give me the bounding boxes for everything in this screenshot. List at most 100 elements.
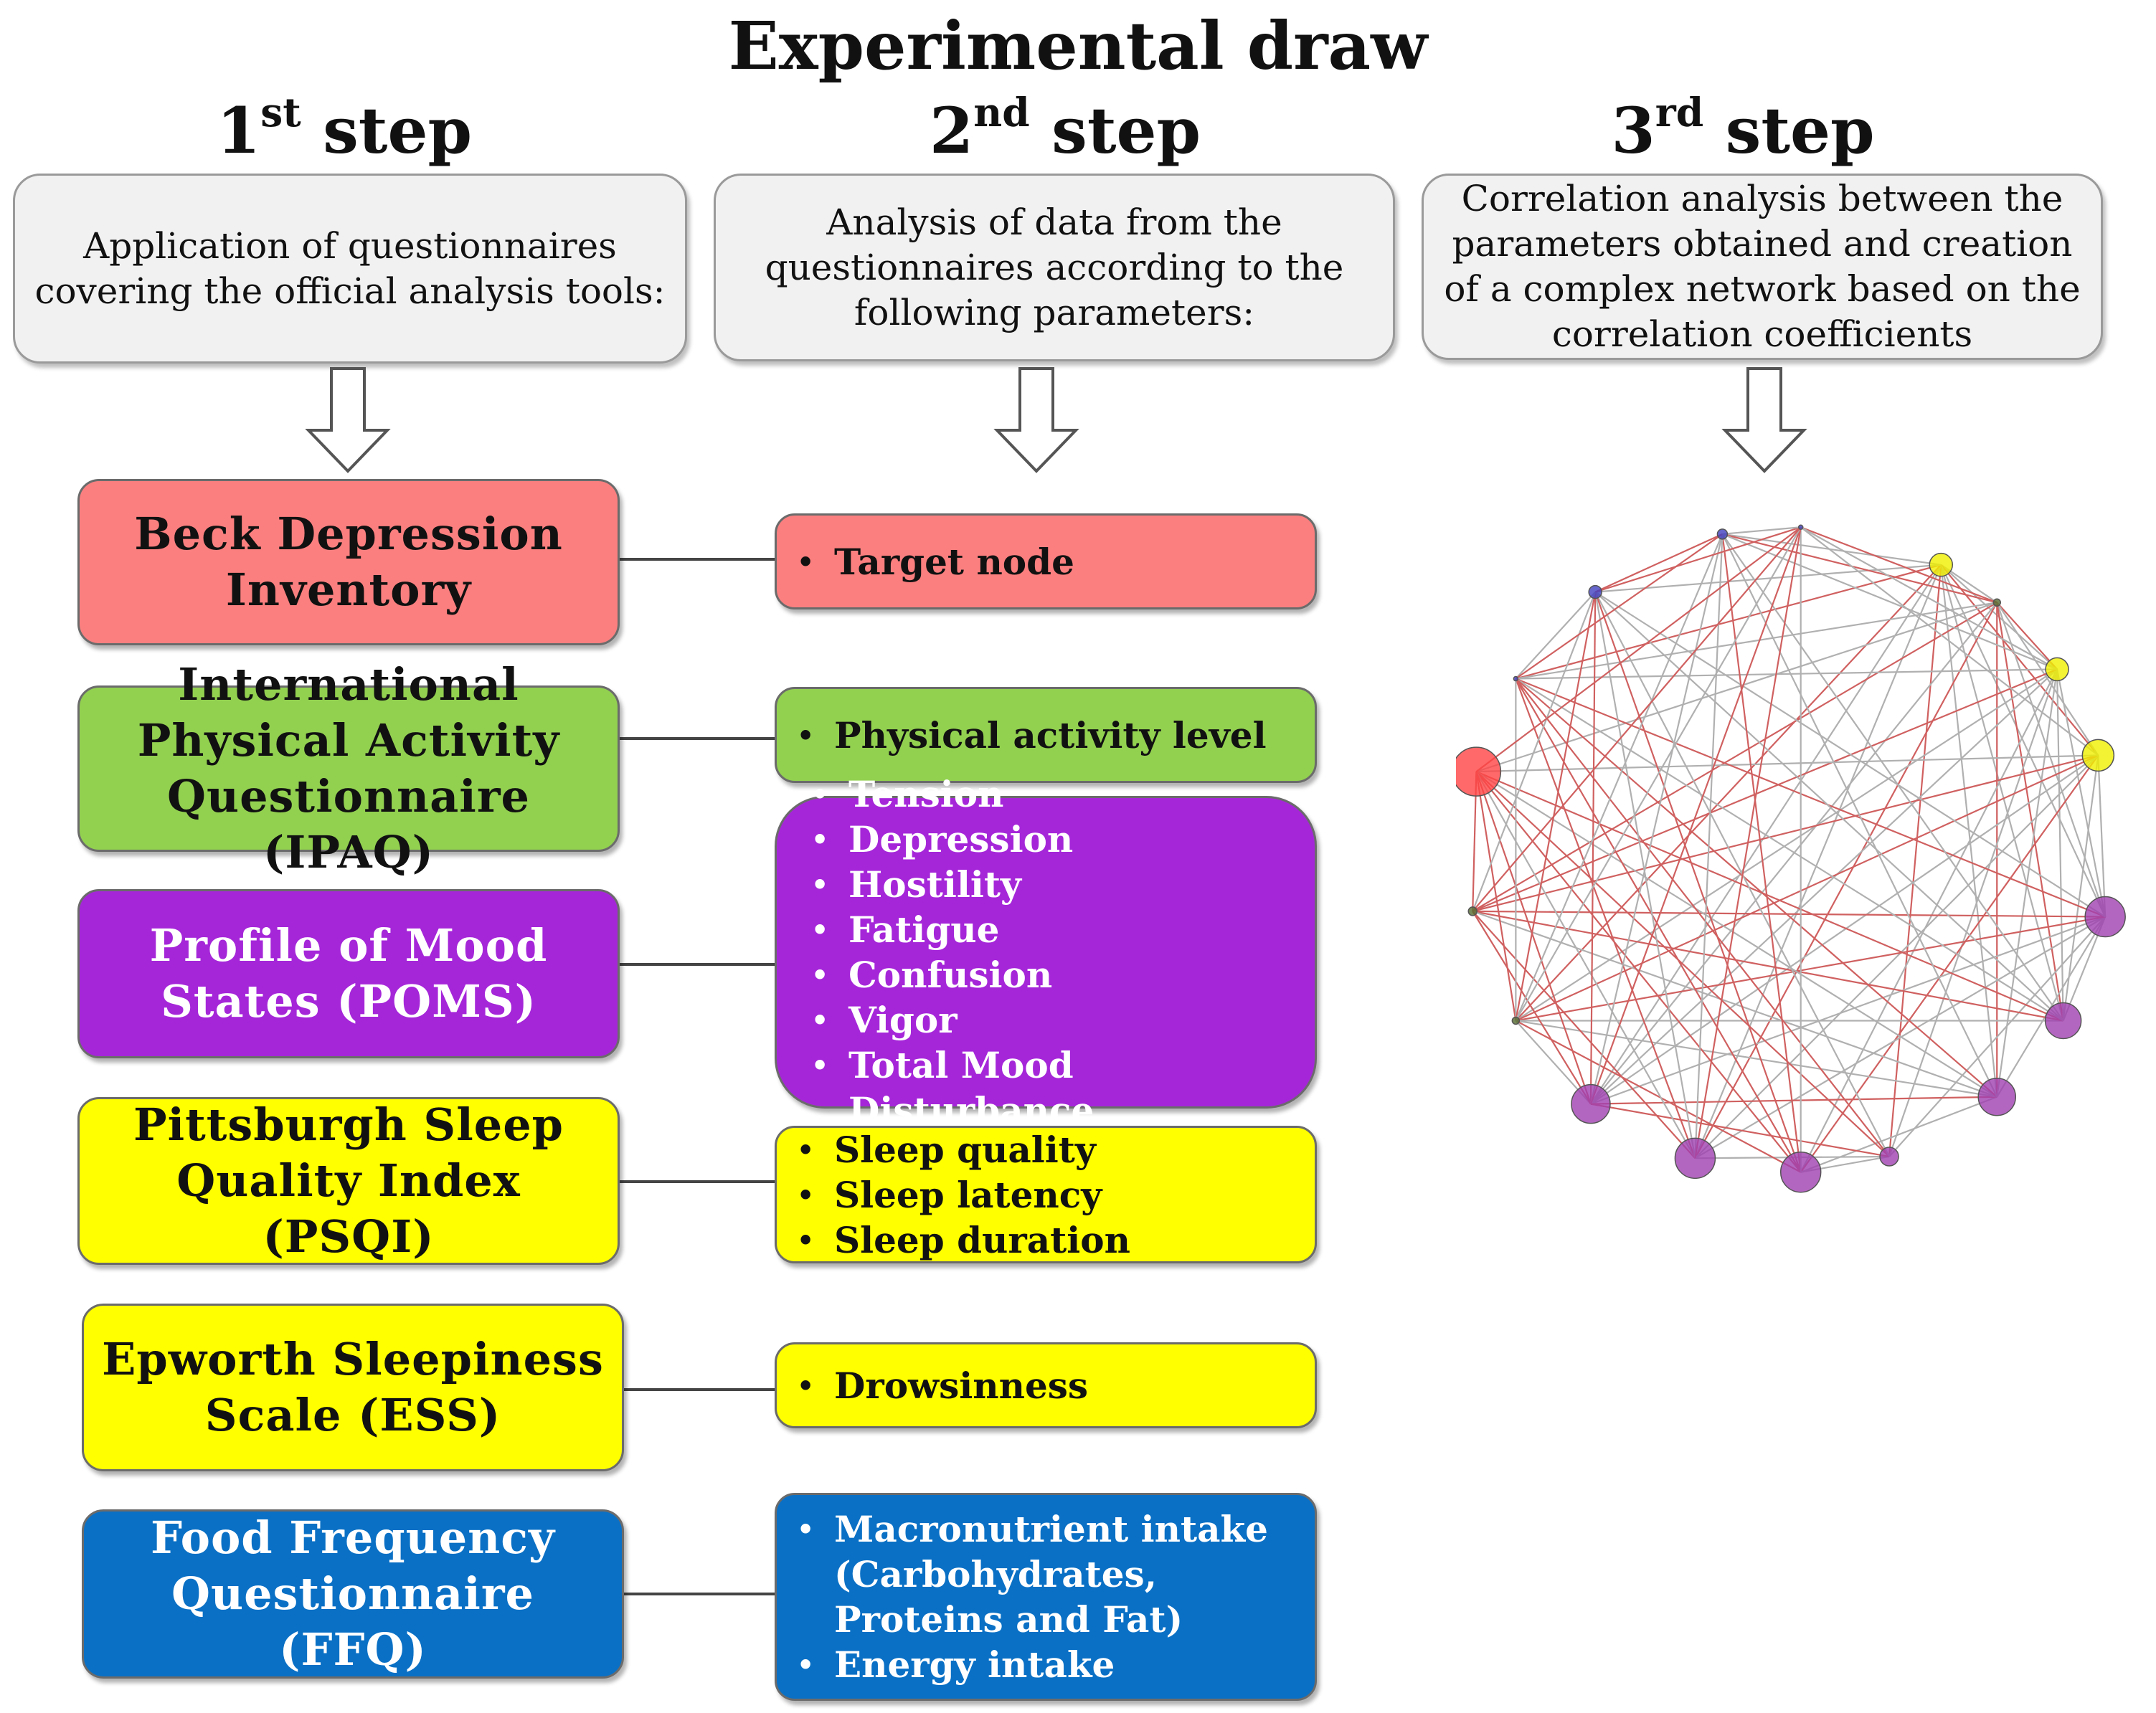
param-item: Tension	[805, 772, 1300, 817]
network-edge	[1515, 591, 1596, 680]
step-2-description-text: Analysis of data from the questionnaires…	[765, 201, 1344, 333]
network-node-mood	[1977, 1077, 2017, 1116]
step-1-description: Application of questionnaires covering t…	[13, 174, 687, 364]
network-edge	[1996, 602, 2064, 1021]
network-node-sleep	[2081, 739, 2115, 772]
connector-line	[623, 1593, 775, 1595]
network-edge	[1721, 533, 1998, 1098]
network-edge	[1589, 533, 1724, 1104]
connector-line	[623, 1388, 775, 1391]
network-edge	[1800, 1096, 1997, 1173]
network-edge	[2062, 755, 2099, 1021]
params-poms: Tension Depression Hostility Fatigue Con…	[775, 772, 1317, 1131]
tool-ffq: Food Frequency Questionnaire (FFQ)	[82, 1509, 624, 1679]
tool-name: Beck Depression Inventory	[134, 508, 563, 616]
network-node-mood	[1779, 1151, 1822, 1193]
network-edge	[1475, 771, 1997, 1098]
network-edge	[1594, 591, 2064, 1022]
diagram-title: Experimental draw	[728, 7, 1428, 85]
network-edge	[1472, 602, 1997, 912]
network-node-food	[1513, 675, 1519, 682]
network-edge	[1940, 564, 2107, 918]
network-node-sleep	[2045, 657, 2069, 682]
network-edge	[1888, 564, 1942, 1157]
param-item: Sleep latency	[791, 1172, 1300, 1218]
network-edge	[1516, 564, 1942, 680]
connector-line	[618, 558, 775, 561]
network-edge	[1472, 592, 1597, 912]
network-edge	[1472, 910, 1997, 1098]
network-edge	[1590, 1096, 1997, 1105]
network-node-activity	[1467, 906, 1478, 916]
network-edge	[1515, 668, 2058, 1022]
network-edge	[1515, 678, 1890, 1157]
param-item: Depression	[805, 817, 1300, 862]
network-edge	[1590, 668, 2058, 1105]
network-node-food	[1588, 584, 1602, 599]
network-node-food	[1716, 528, 1729, 540]
network-edge	[1515, 678, 1997, 1098]
step-2-description: Analysis of data from the questionnaires…	[714, 174, 1395, 361]
network-edge	[1472, 910, 2063, 1022]
down-arrow-icon	[993, 367, 1079, 473]
network-edge	[1475, 771, 1517, 1021]
network-edge	[1590, 916, 2106, 1105]
param-item: Fatigue	[805, 907, 1300, 952]
network-nodes	[1456, 524, 2126, 1193]
param-item: Drowsinness	[791, 1363, 1300, 1408]
network-edge	[1472, 526, 1802, 912]
network-edge	[1515, 1020, 1802, 1173]
network-edge	[1594, 591, 2106, 918]
network-edge	[1590, 1103, 1890, 1158]
param-item: Physical activity level	[791, 713, 1300, 758]
network-node-activity	[1992, 598, 2002, 607]
param-item: Sleep duration	[791, 1218, 1300, 1263]
param-item: Hostility	[805, 862, 1300, 907]
network-edge	[1476, 602, 1997, 773]
param-item: Vigor	[805, 997, 1300, 1043]
network-node-mood	[1571, 1083, 1611, 1124]
network-edge	[1475, 771, 1890, 1157]
network-edge	[1515, 754, 2099, 1022]
network-edge	[2056, 669, 2107, 917]
tool-psqi: Pittsburgh Sleep Quality Index (PSQI)	[77, 1097, 620, 1265]
network-edge	[1472, 668, 2058, 912]
network-edge	[1594, 592, 1802, 1173]
network-node-target	[1456, 746, 1502, 797]
params-ess: Drowsinness	[775, 1342, 1317, 1428]
param-item: Target node	[791, 539, 1300, 584]
network-edge	[1594, 526, 1802, 593]
params-ipaq: Physical activity level	[775, 687, 1317, 783]
step-3-description-text: Correlation analysis between the paramet…	[1444, 178, 2081, 355]
down-arrow-icon	[1721, 367, 1807, 473]
network-edge	[1996, 669, 2058, 1097]
network-edge	[1515, 678, 2064, 1022]
network-node-mood	[1674, 1137, 1716, 1180]
params-psqi: Sleep quality Sleep latency Sleep durati…	[775, 1126, 1317, 1263]
network-edge	[1515, 564, 1942, 1022]
param-item: Confusion	[805, 952, 1300, 997]
network-edge	[1475, 526, 1802, 773]
network-edge	[1888, 669, 2058, 1157]
network-node-activity	[1511, 1016, 1521, 1025]
network-edge	[1515, 533, 1724, 1021]
network-edge	[1515, 533, 1724, 680]
network-edge	[1722, 526, 1801, 535]
network-node-sleep	[1929, 552, 1954, 577]
network-edge	[1694, 602, 1998, 1159]
network-edges	[1472, 526, 2107, 1173]
params-beck: Target node	[775, 513, 1317, 609]
step-3-heading: 3rd step	[1611, 89, 1875, 168]
network-edge	[1996, 602, 2107, 917]
param-item: Energy intake	[791, 1642, 1300, 1687]
network-edge	[1694, 527, 1802, 1159]
network-edge	[1595, 564, 1942, 593]
connector-line	[618, 737, 775, 740]
network-edge	[1515, 678, 1802, 1173]
network-edge	[1515, 678, 2106, 918]
network-edge	[1475, 771, 2064, 1022]
step-2-heading: 2nd step	[929, 89, 1201, 168]
network-edge	[1694, 754, 2099, 1159]
network-edge	[1516, 1020, 1997, 1098]
